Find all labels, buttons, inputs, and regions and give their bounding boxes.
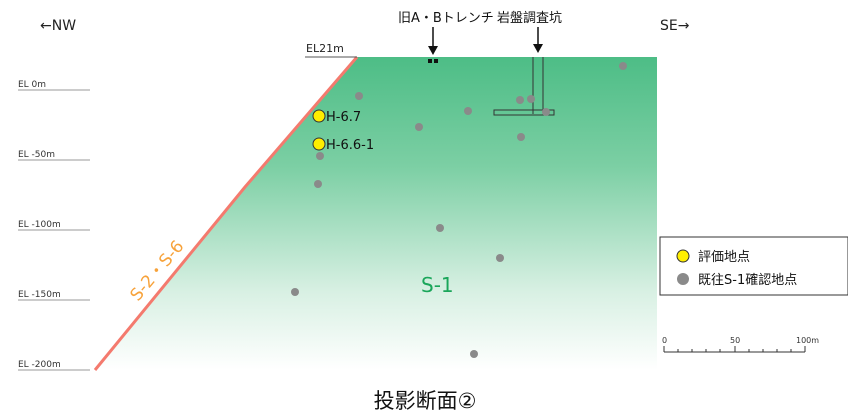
scale-label-0: 0 — [662, 336, 667, 345]
surface-elevation-label: EL21m — [306, 42, 344, 55]
legend-box — [659, 236, 848, 296]
eval-point-h-6-6-1-label: H-6.6-1 — [326, 138, 374, 153]
rock-investigation-adit — [493, 57, 555, 116]
eval-point-h-6-7 — [312, 109, 326, 123]
elevation-label-minus-200: EL -200m — [18, 360, 61, 370]
adit-arrow-head — [533, 44, 543, 53]
existing-point — [542, 108, 550, 116]
existing-point — [527, 95, 535, 103]
elevation-label-minus-150: EL -150m — [18, 290, 61, 300]
trench-marker-b — [434, 59, 438, 63]
direction-se-label: SE→ — [660, 18, 690, 34]
existing-point — [291, 288, 299, 296]
evaluation-points: H-6.7 H-6.6-1 — [312, 109, 374, 153]
s1-fault-label: S-1 — [421, 273, 454, 297]
existing-point — [517, 133, 525, 141]
legend-existing-label: 既往S-1確認地点 — [698, 272, 797, 288]
existing-point — [314, 180, 322, 188]
eval-point-h-6-6-1 — [312, 137, 326, 151]
existing-point — [470, 350, 478, 358]
existing-point — [619, 62, 627, 70]
trench-marker-a — [428, 59, 432, 63]
trench-callout-label: 旧A・Bトレンチ — [398, 11, 494, 26]
legend-eval-label: 評価地点 — [698, 250, 750, 265]
existing-point — [415, 123, 423, 131]
existing-point — [436, 224, 444, 232]
existing-point — [496, 254, 504, 262]
s2-s6-boundary-line — [93, 56, 359, 371]
elevation-label-minus-50: EL -50m — [18, 150, 55, 160]
direction-nw-label: ←NW — [40, 18, 76, 34]
legend: 評価地点 既往S-1確認地点 — [659, 236, 848, 296]
eval-point-h-6-7-label: H-6.7 — [326, 110, 361, 125]
existing-point — [355, 92, 363, 100]
s1-fault-body — [95, 57, 657, 370]
existing-point — [316, 152, 324, 160]
trench-arrow-head — [428, 46, 438, 55]
scale-label-100m: 100m — [796, 336, 819, 345]
section-caption: 投影断面② — [374, 389, 477, 413]
legend-existing-symbol — [677, 273, 689, 285]
existing-point — [464, 107, 472, 115]
scale-label-50: 50 — [730, 336, 740, 345]
elevation-label-minus-100: EL -100m — [18, 220, 61, 230]
elevation-label-0: EL 0m — [18, 80, 46, 90]
elevation-axis: EL 0m EL -50m EL -100m EL -150m EL -200m — [18, 80, 90, 371]
existing-s1-points — [291, 62, 627, 358]
legend-eval-symbol — [676, 249, 690, 263]
adit-callout-label: 岩盤調査坑 — [497, 11, 562, 26]
scale-bar: 0 50 100m — [662, 336, 819, 353]
existing-point — [516, 96, 524, 104]
